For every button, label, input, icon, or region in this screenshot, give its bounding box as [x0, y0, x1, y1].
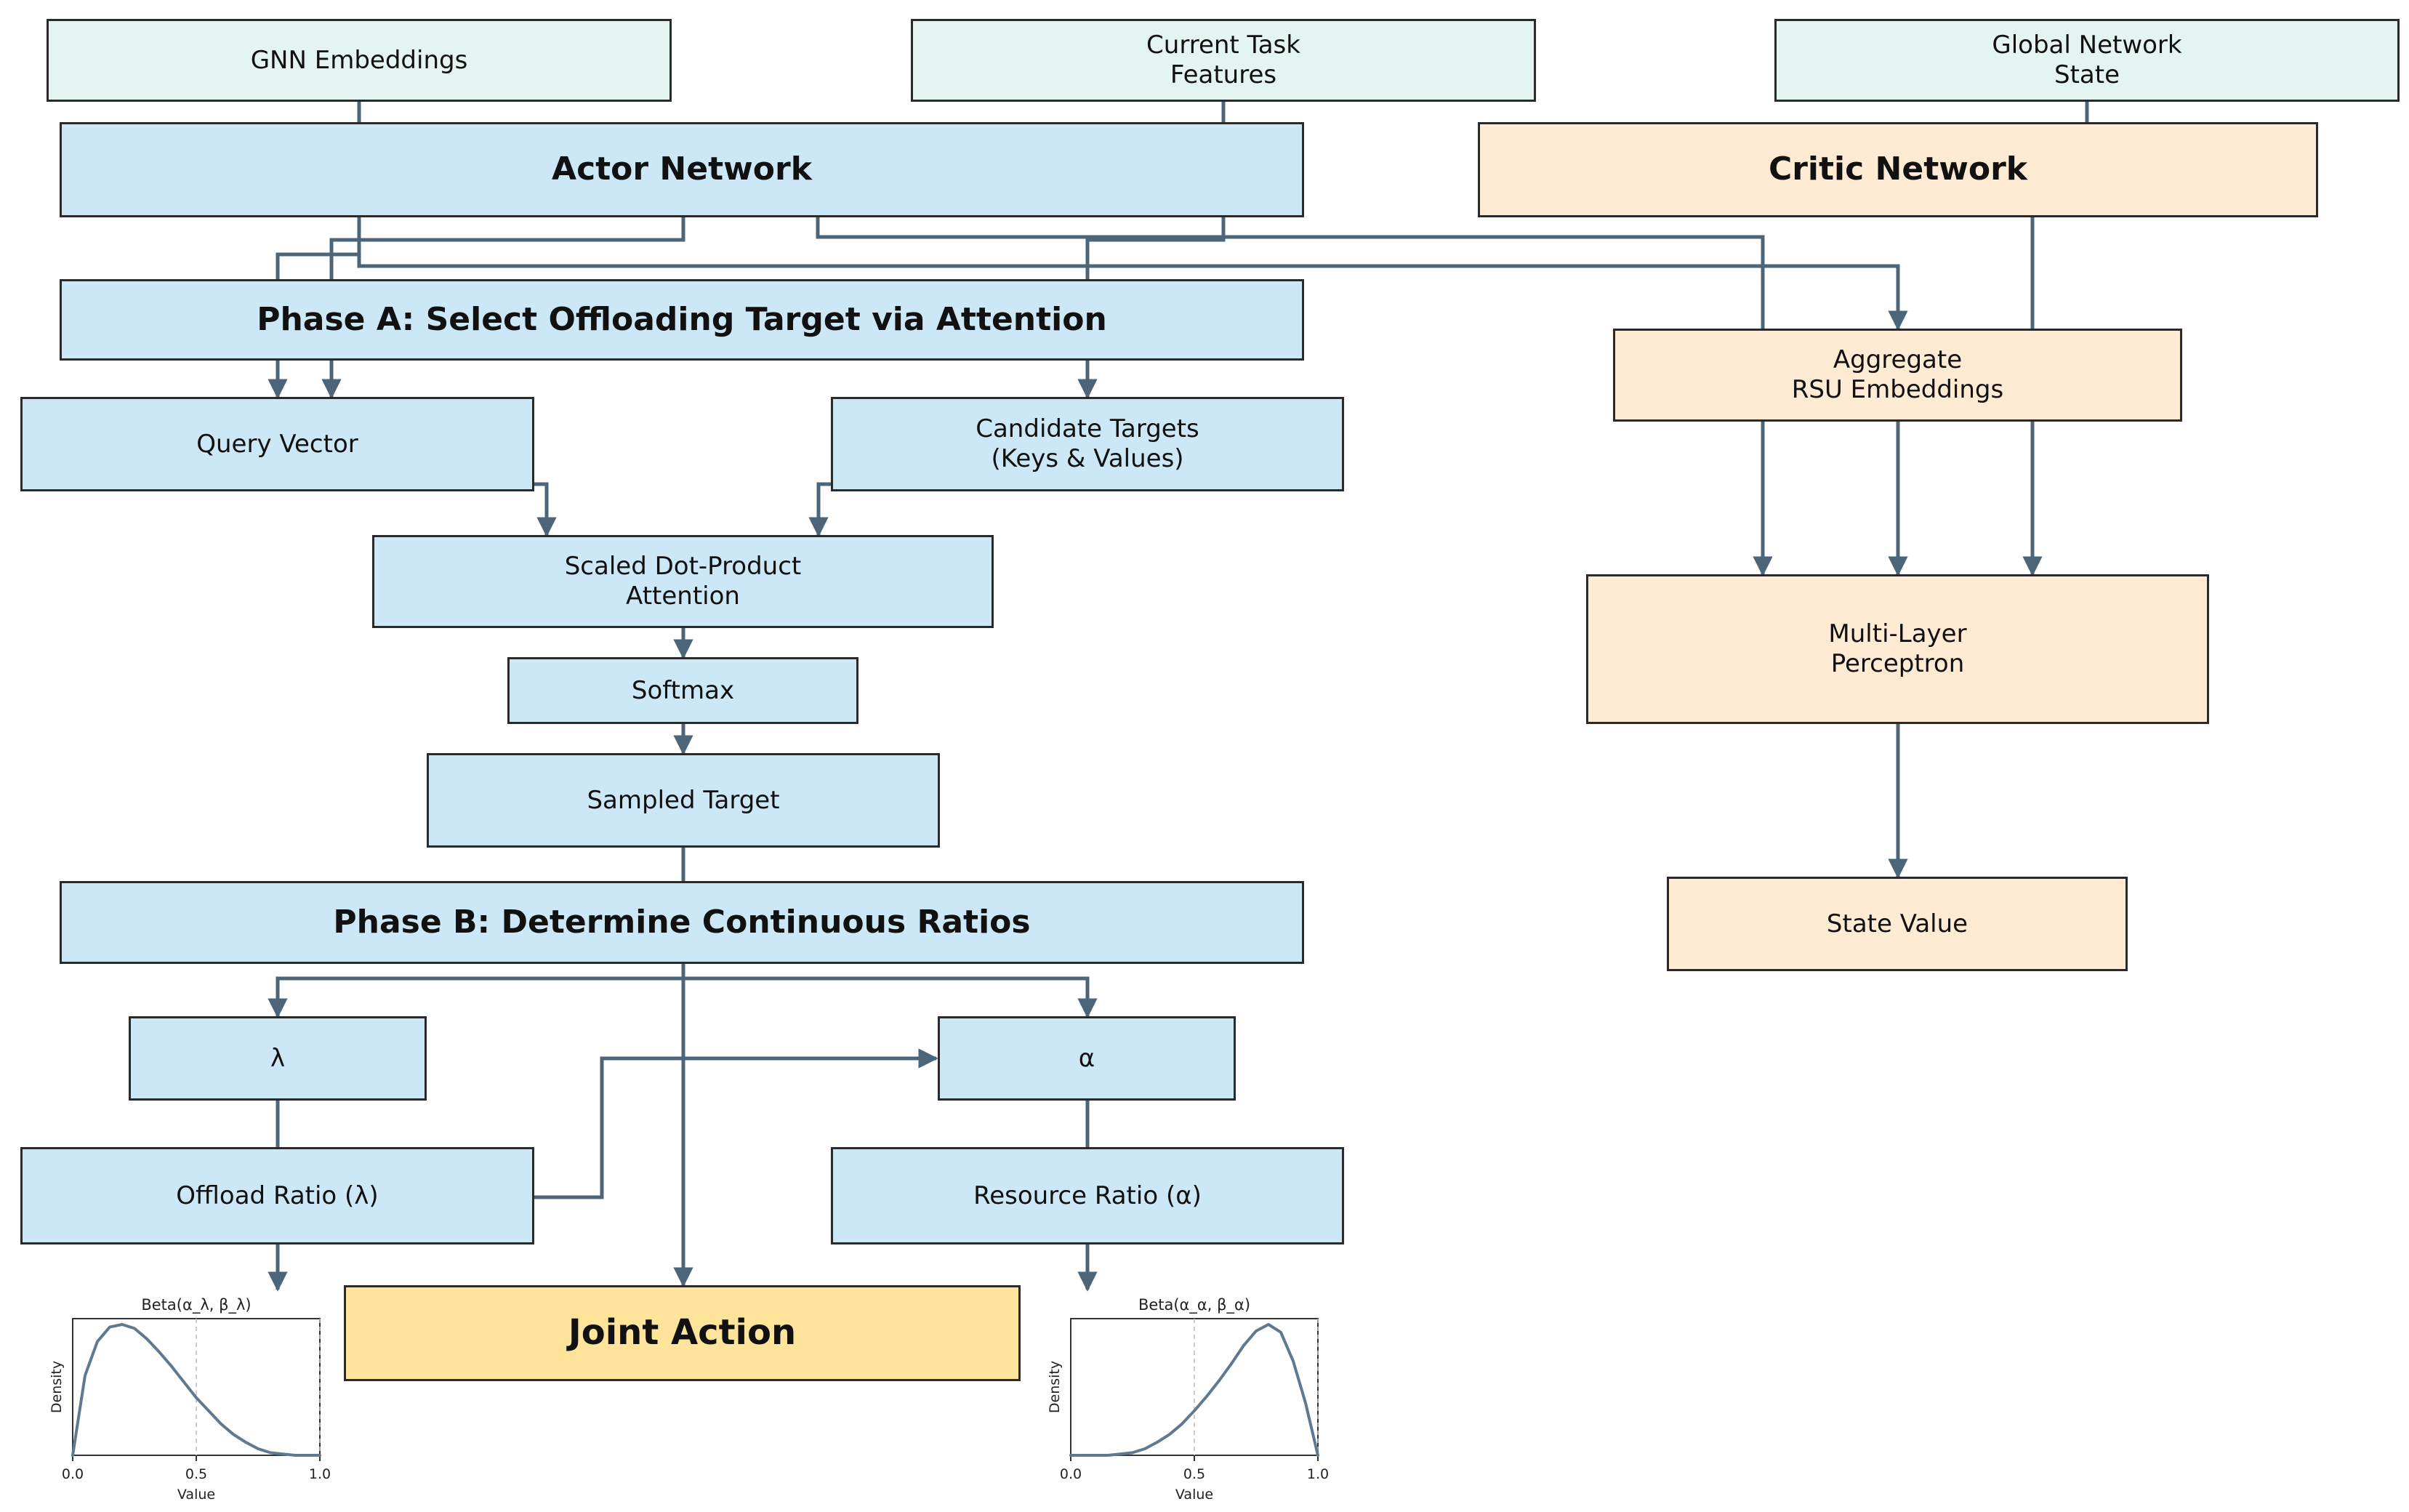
- phase-b-node: Phase B: Determine Continuous Ratios: [60, 881, 1304, 964]
- alpha-node: α: [938, 1016, 1236, 1101]
- actor-network-node: Actor Network: [60, 122, 1304, 217]
- connector-phaseb-lambda: [268, 964, 685, 1018]
- aggregate-rsu-node: Aggregate RSU Embeddings: [1613, 329, 2182, 422]
- offload-ratio-node: Offload Ratio (λ): [20, 1147, 534, 1244]
- x-tick-label: 0.0: [62, 1466, 84, 1482]
- x-tick-label: 0.5: [1183, 1466, 1205, 1482]
- connector-offload-alpha: [534, 1048, 938, 1199]
- sampled-target-node: Sampled Target: [427, 753, 940, 848]
- global-network-state-node: Global Network State: [1774, 19, 2400, 102]
- density-curve: [71, 1323, 321, 1457]
- attention-node: Scaled Dot-Product Attention: [372, 535, 994, 628]
- connector-candidates-attention: [808, 482, 831, 537]
- beta-lambda-chart: 0.0 0.5 1.0 Beta(α_λ, β_λ) Value Density: [49, 1296, 331, 1503]
- current-task-features-node: Current Task Features: [911, 19, 1536, 102]
- chart-title: Beta(α_λ, β_λ): [141, 1296, 251, 1314]
- x-tick-label: 1.0: [1307, 1466, 1329, 1482]
- x-tick-label: 0.5: [185, 1466, 207, 1482]
- y-axis-label: Density: [1047, 1361, 1063, 1413]
- critic-network-node: Critic Network: [1478, 122, 2318, 217]
- beta-alpha-chart: 0.0 0.5 1.0 Beta(α_α, β_α) Value Density: [1047, 1296, 1329, 1503]
- query-vector-node: Query Vector: [20, 397, 534, 491]
- phase-a-node: Phase A: Select Offloading Target via At…: [60, 279, 1304, 361]
- connector-phaseb-alpha: [683, 976, 1098, 1018]
- density-curve: [1069, 1323, 1319, 1457]
- x-tick-label: 0.0: [1060, 1466, 1082, 1482]
- x-tick-label: 1.0: [309, 1466, 331, 1482]
- softmax-node: Softmax: [507, 657, 858, 724]
- y-axis-label: Density: [49, 1361, 65, 1413]
- candidate-targets-node: Candidate Targets (Keys & Values): [831, 397, 1344, 491]
- gnn-embeddings-node: GNN Embeddings: [47, 19, 672, 102]
- mlp-node: Multi-Layer Perceptron: [1586, 574, 2209, 724]
- state-value-node: State Value: [1667, 877, 2128, 971]
- x-axis-label: Value: [177, 1487, 215, 1503]
- joint-action-node: Joint Action: [344, 1285, 1021, 1381]
- x-axis-label: Value: [1175, 1487, 1213, 1503]
- connector-query-attention: [534, 482, 557, 537]
- resource-ratio-node: Resource Ratio (α): [831, 1147, 1344, 1244]
- lambda-node: λ: [129, 1016, 427, 1101]
- chart-title: Beta(α_α, β_α): [1138, 1296, 1250, 1314]
- connector-actor-aggregate: [357, 217, 1908, 331]
